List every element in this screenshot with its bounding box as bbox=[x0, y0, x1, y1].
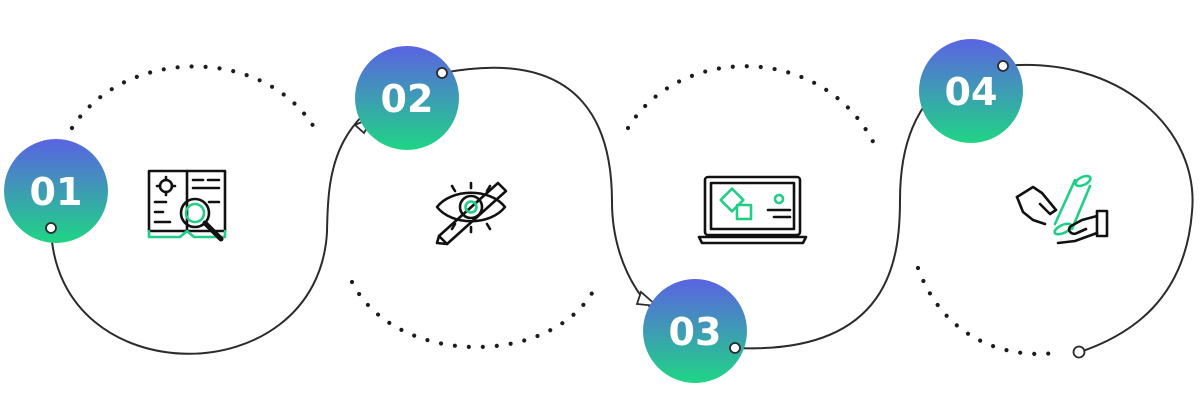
step-04-node bbox=[997, 60, 1009, 72]
step-02-number: 02 bbox=[381, 77, 434, 121]
step-04: 04 bbox=[919, 39, 1023, 143]
dotted-arc-top-1 bbox=[69, 64, 321, 137]
dotted-arc-top-3 bbox=[625, 64, 881, 155]
path-end-circle bbox=[1072, 345, 1086, 359]
research-book-magnifier-icon bbox=[147, 169, 227, 242]
step-04-number: 04 bbox=[945, 70, 998, 114]
eye-pencil-design-icon bbox=[435, 181, 508, 246]
step-03-number: 03 bbox=[669, 310, 722, 354]
step-01: 01 bbox=[4, 139, 108, 243]
step-01-number: 01 bbox=[30, 170, 83, 214]
step-03: 03 bbox=[643, 279, 747, 383]
dotted-arc-bottom-4 bbox=[915, 265, 1063, 357]
step-04-circle bbox=[919, 39, 1023, 143]
laptop-design-icon bbox=[697, 175, 808, 245]
step-02: 02 bbox=[355, 46, 459, 150]
dotted-arcs bbox=[69, 64, 1063, 357]
step-02-node bbox=[436, 67, 448, 79]
step-03-circle bbox=[643, 279, 747, 383]
step-03-node bbox=[729, 342, 741, 354]
step-02-circle bbox=[355, 46, 459, 150]
handshake-scroll-icon bbox=[1015, 174, 1109, 245]
step-01-node bbox=[45, 222, 57, 234]
step-01-circle bbox=[4, 139, 108, 243]
dotted-arc-bottom-2 bbox=[349, 279, 599, 350]
